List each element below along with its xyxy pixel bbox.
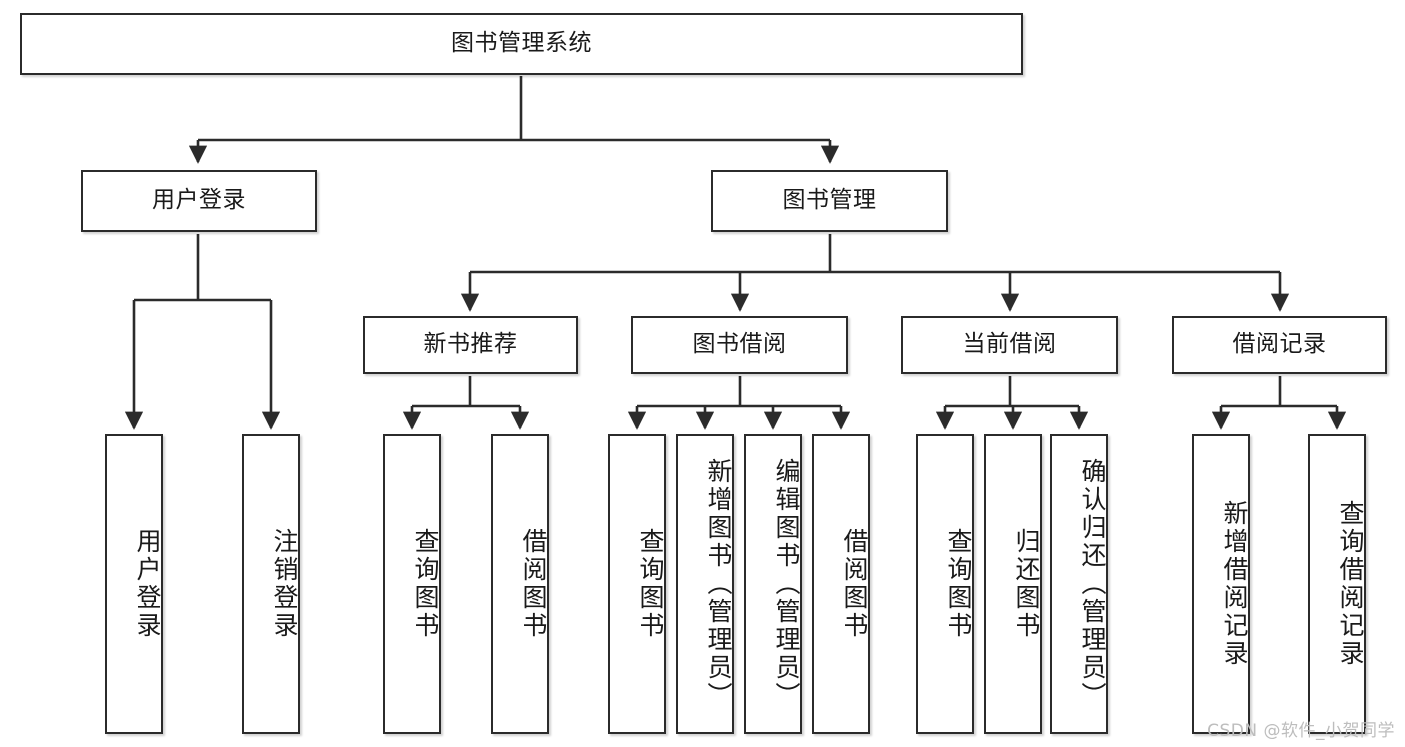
node-label: 编辑图书（管理员） (772, 458, 801, 710)
node-label: 新增图书（管理员） (704, 458, 733, 710)
node-label: 图书管理 (782, 187, 877, 214)
node-leaf-query-book-1[interactable]: 查询图书 (383, 434, 441, 734)
node-label: 图书管理系统 (451, 30, 592, 57)
node-leaf-borrow-book-1[interactable]: 借阅图书 (491, 434, 549, 734)
node-label: 归还图书 (1012, 528, 1041, 640)
node-leaf-query-record[interactable]: 查询借阅记录 (1308, 434, 1366, 734)
node-leaf-query-book-3[interactable]: 查询图书 (916, 434, 974, 734)
node-leaf-return-book[interactable]: 归还图书 (984, 434, 1042, 734)
node-label: 图书借阅 (692, 331, 787, 358)
node-borrow-record[interactable]: 借阅记录 (1172, 316, 1387, 374)
node-label: 新书推荐 (423, 331, 518, 358)
node-label: 查询图书 (411, 528, 440, 640)
node-label: 查询图书 (944, 528, 973, 640)
node-label: 确认归还（管理员） (1078, 458, 1107, 710)
node-user-login[interactable]: 用户登录 (81, 170, 317, 232)
node-book-borrow[interactable]: 图书借阅 (631, 316, 848, 374)
node-label: 查询图书 (636, 528, 665, 640)
node-label: 当前借阅 (962, 331, 1057, 358)
csdn-watermark: CSDN @软件_小贺同学 (1207, 721, 1395, 741)
node-leaf-add-book[interactable]: 新增图书（管理员） (676, 434, 734, 734)
node-leaf-confirm-return[interactable]: 确认归还（管理员） (1050, 434, 1108, 734)
node-label: 用户登录 (133, 528, 162, 640)
node-root-system[interactable]: 图书管理系统 (20, 13, 1023, 75)
node-label: 查询借阅记录 (1336, 500, 1365, 668)
node-leaf-user-login[interactable]: 用户登录 (105, 434, 163, 734)
node-label: 注销登录 (270, 528, 299, 640)
node-leaf-logout-login[interactable]: 注销登录 (242, 434, 300, 734)
node-leaf-borrow-book-2[interactable]: 借阅图书 (812, 434, 870, 734)
node-book-manage[interactable]: 图书管理 (711, 170, 948, 232)
node-leaf-edit-book[interactable]: 编辑图书（管理员） (744, 434, 802, 734)
node-label: 借阅记录 (1232, 331, 1327, 358)
node-new-book-recommend[interactable]: 新书推荐 (363, 316, 578, 374)
node-label: 新增借阅记录 (1220, 500, 1249, 668)
node-current-borrow[interactable]: 当前借阅 (901, 316, 1118, 374)
node-label: 借阅图书 (519, 528, 548, 640)
node-leaf-add-record[interactable]: 新增借阅记录 (1192, 434, 1250, 734)
node-label: 借阅图书 (840, 528, 869, 640)
node-label: 用户登录 (152, 187, 246, 214)
node-leaf-query-book-2[interactable]: 查询图书 (608, 434, 666, 734)
